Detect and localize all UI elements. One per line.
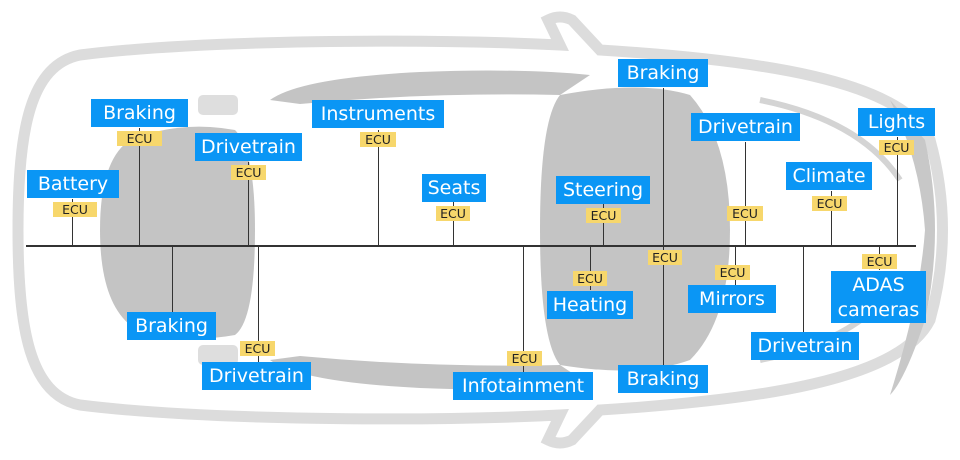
unit-label-seats: Seats [422, 174, 486, 202]
connector-lights [897, 137, 899, 246]
unit-label-braking-front-bottom: Braking [618, 365, 708, 393]
unit-label-braking-front-top: Braking [618, 59, 708, 87]
ecu-badge-drivetrain-rear-left: ECU [231, 165, 266, 180]
ecu-badge-drivetrain-front-left: ECU [727, 206, 763, 221]
connector-drivetrain-front-left [745, 142, 747, 246]
unit-label-battery: Battery [27, 170, 119, 198]
ecu-badge-lights: ECU [879, 140, 914, 155]
adas-line-2: cameras [837, 299, 920, 321]
connector-heating [590, 246, 592, 290]
connector-braking-rear-right [172, 246, 174, 312]
connector-infotainment [523, 246, 525, 372]
ecu-badge-battery: ECU [53, 202, 97, 217]
unit-label-instruments: Instruments [312, 100, 444, 128]
ecu-badge-instruments: ECU [360, 132, 396, 147]
connector-drivetrain-rear-right [258, 246, 260, 362]
unit-label-drivetrain-rear-left: Drivetrain [195, 133, 302, 161]
connector-seats [453, 202, 455, 246]
connector-drivetrain-rear-left [248, 162, 250, 246]
connector-steering [603, 204, 605, 246]
adas-line-1: ADAS [852, 274, 905, 296]
ecu-badge-climate: ECU [812, 196, 847, 211]
connector-instruments [378, 130, 380, 246]
ecu-badge-seats: ECU [436, 206, 470, 221]
unit-label-drivetrain-front-left: Drivetrain [691, 113, 800, 141]
ecu-badge-braking-front: ECU [648, 250, 682, 265]
ecu-badge-drivetrain-rear-right: ECU [240, 341, 275, 356]
unit-label-braking-rear-right: Braking [127, 312, 216, 340]
unit-label-drivetrain-front-right: Drivetrain [751, 332, 859, 360]
unit-label-heating: Heating [547, 291, 633, 319]
ecu-badge-steering: ECU [586, 208, 621, 223]
unit-label-infotainment: Infotainment [453, 372, 593, 400]
ecu-badge-mirrors: ECU [715, 265, 750, 280]
connector-braking-rear-left [139, 128, 141, 246]
ecu-badge-braking-rear-left: ECU [117, 131, 162, 146]
unit-label-braking-rear-left: Braking [91, 99, 188, 127]
connector-braking-front [663, 88, 665, 366]
connector-battery [72, 199, 74, 246]
ecu-badge-infotainment: ECU [507, 351, 542, 366]
connector-climate [831, 191, 833, 246]
unit-label-lights: Lights [858, 108, 935, 136]
connector-drivetrain-front-right [803, 246, 805, 332]
unit-label-steering: Steering [556, 176, 650, 204]
ecu-badge-heating: ECU [573, 271, 607, 286]
can-bus-line [26, 245, 916, 247]
unit-label-adas-cameras: ADAS cameras [831, 271, 926, 323]
unit-label-climate: Climate [786, 162, 872, 190]
ecu-badge-adas: ECU [862, 254, 897, 269]
unit-label-drivetrain-rear-right: Drivetrain [202, 362, 311, 390]
unit-label-mirrors: Mirrors [688, 285, 776, 313]
